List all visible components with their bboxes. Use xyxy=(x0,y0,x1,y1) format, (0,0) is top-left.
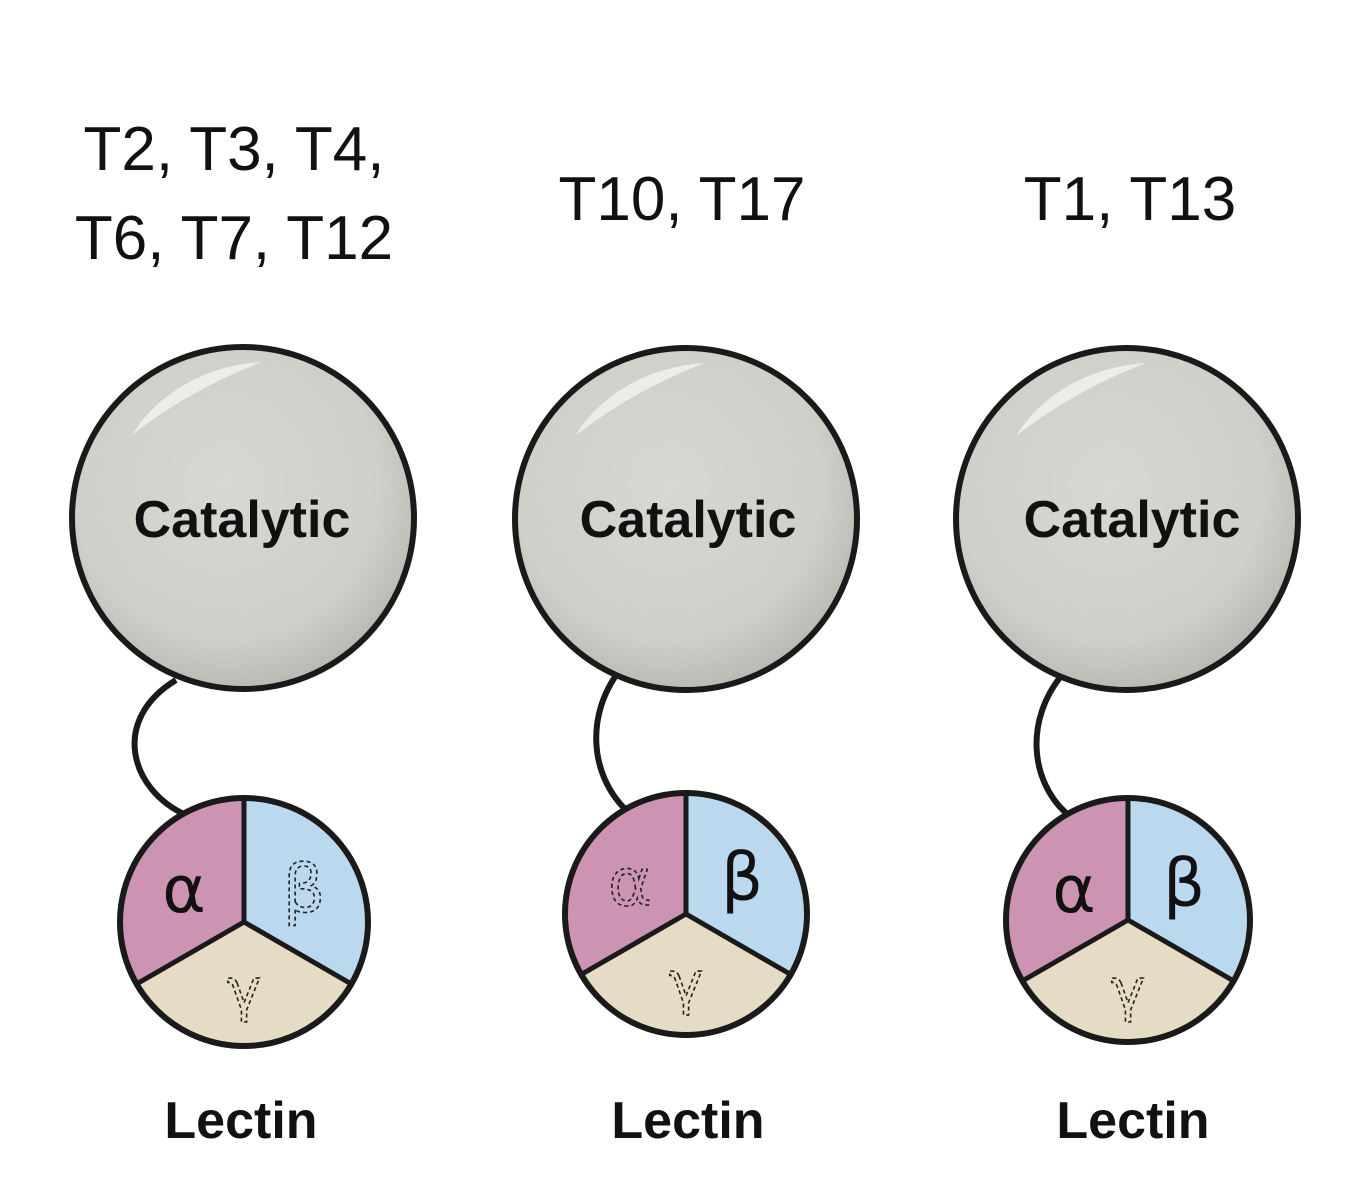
isoform-label-line-1: T1, T13 xyxy=(1024,165,1237,234)
linker xyxy=(1033,673,1069,816)
catalytic-label: Catalytic xyxy=(1024,491,1241,549)
lectin-label: Lectin xyxy=(1056,1092,1209,1150)
catalytic-domain: Catalytic xyxy=(953,345,1301,693)
gamma-symbol: γ xyxy=(1111,956,1145,1024)
isoform-label-line-1: T2, T3, T4, xyxy=(84,115,385,184)
beta-symbol: β xyxy=(1163,845,1205,922)
catalytic-label: Catalytic xyxy=(134,491,351,549)
beta-symbol: β xyxy=(721,839,763,916)
panel-3: T1, T13 Catalytic α β γ Lectin xyxy=(953,165,1301,1150)
lectin-label: Lectin xyxy=(611,1092,764,1150)
catalytic-domain: Catalytic xyxy=(512,345,860,693)
beta-symbol: β xyxy=(283,851,325,928)
lectin-domain: α β γ xyxy=(1003,795,1253,1045)
catalytic-domain: Catalytic xyxy=(69,344,417,692)
lectin-domain: α β γ xyxy=(117,795,371,1049)
panel-1: T2, T3, T4, T6, T7, T12 Catalytic α β γ … xyxy=(69,115,417,1150)
isoform-label-line-1: T10, T17 xyxy=(558,165,805,234)
linker xyxy=(593,668,629,813)
catalytic-label: Catalytic xyxy=(580,491,797,549)
lectin-domain: α β γ xyxy=(562,790,810,1038)
isoform-label-line-2: T6, T7, T12 xyxy=(75,204,393,273)
alpha-symbol: α xyxy=(1052,851,1096,928)
alpha-symbol: α xyxy=(162,851,206,928)
gamma-symbol: γ xyxy=(227,956,261,1024)
linker xyxy=(131,677,188,818)
panel-2: T10, T17 Catalytic α β γ Lectin xyxy=(512,165,860,1150)
alpha-symbol: α xyxy=(608,844,652,921)
gamma-symbol: γ xyxy=(669,949,703,1017)
lectin-label: Lectin xyxy=(164,1092,317,1150)
